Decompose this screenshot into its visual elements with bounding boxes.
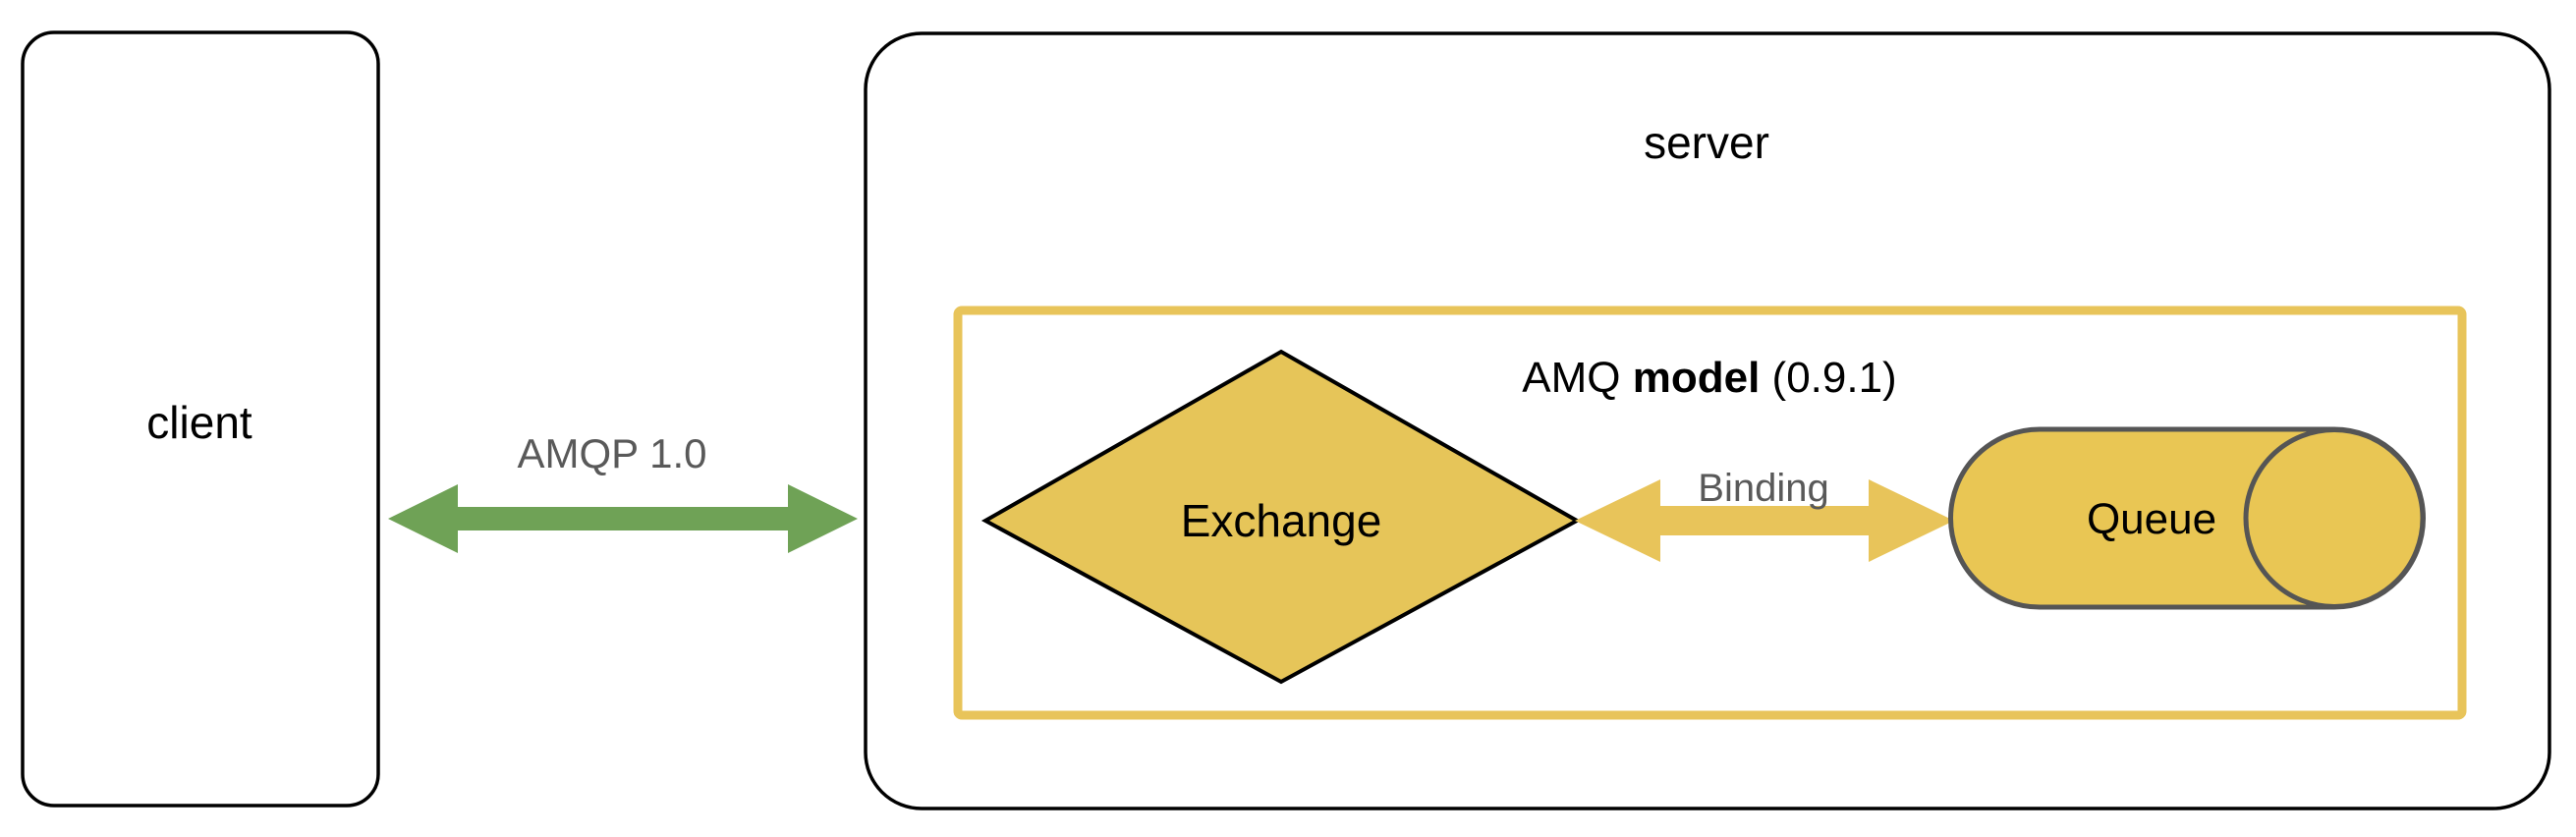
client-box[interactable] xyxy=(21,30,380,808)
server-box[interactable] xyxy=(864,31,2551,810)
amq-model-box[interactable] xyxy=(953,306,2467,720)
exchange-node[interactable] xyxy=(980,349,1582,685)
amqp-connection-arrow[interactable] xyxy=(388,484,858,553)
queue-node[interactable] xyxy=(1948,426,2426,610)
binding-arrow[interactable] xyxy=(1575,479,1954,562)
queue-cylinder-cap xyxy=(2243,427,2426,609)
exchange-diamond-shape xyxy=(980,349,1582,685)
